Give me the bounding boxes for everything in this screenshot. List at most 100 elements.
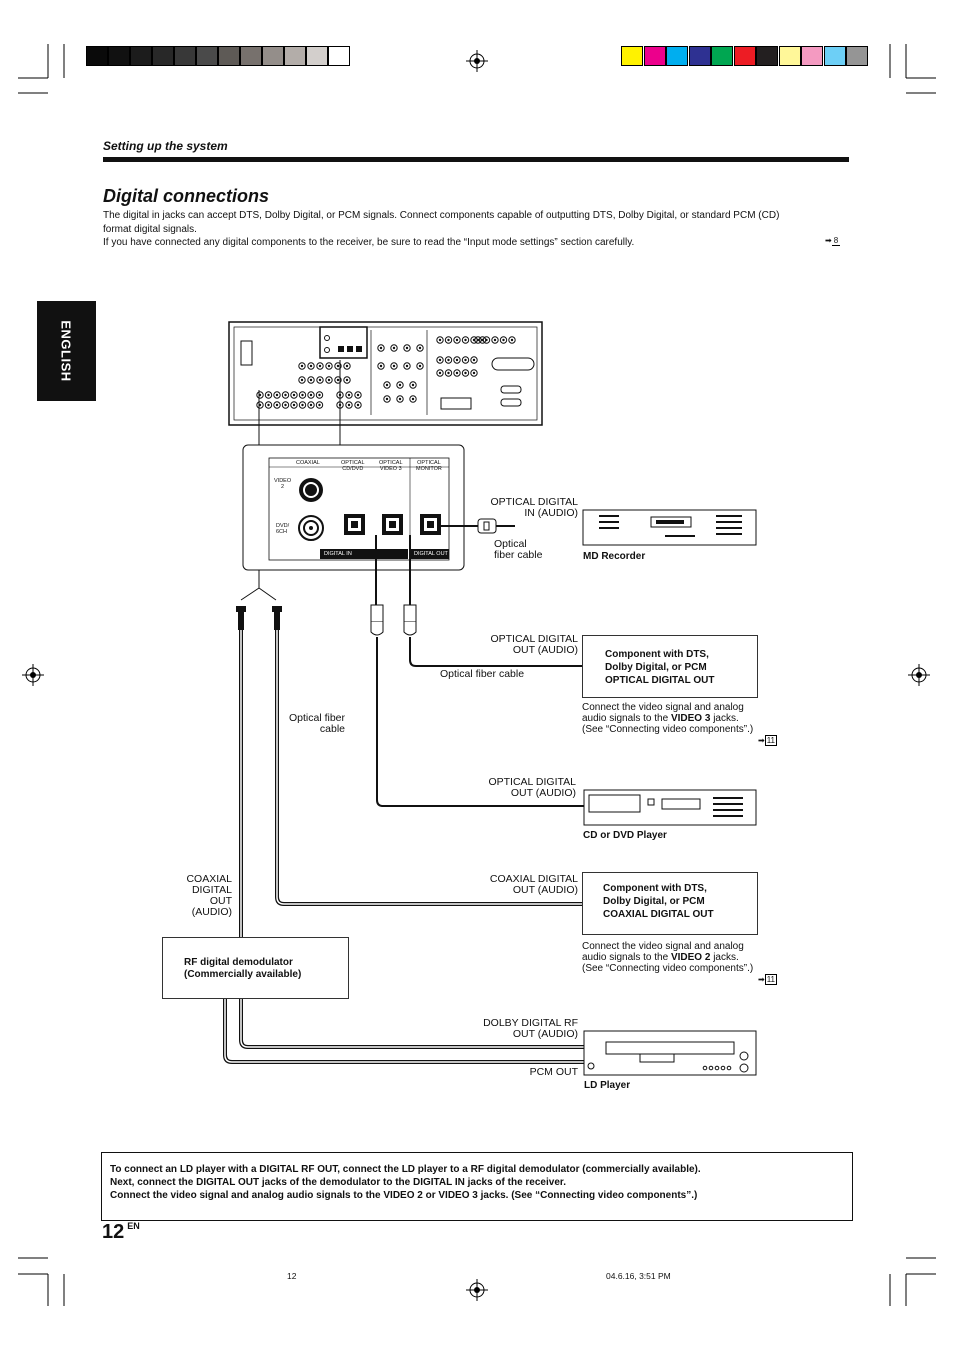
receiver-jack-pin (385, 397, 389, 401)
receiver-jack (444, 356, 453, 364)
gray-swatch (174, 46, 196, 66)
receiver-jack-pin (318, 378, 322, 382)
label-cd-dvd: CD/DVD (342, 466, 364, 472)
receiver-jack (474, 336, 482, 344)
receiver-jack-pin (318, 403, 321, 407)
book-ref-11-b: 11 (764, 974, 778, 985)
component-optical-box: Component with DTS, Dolby Digital, or PC… (582, 635, 758, 698)
receiver-jack (298, 391, 307, 399)
label-optical-cd: OPTICAL CD/DVD (341, 460, 365, 472)
receiver-jack (256, 391, 264, 399)
video2-note-line-3: (See “Connecting video components”.) (582, 963, 754, 974)
receiver-jack (281, 401, 290, 409)
receiver-jack-pin (472, 358, 476, 362)
receiver-jack (396, 395, 404, 403)
receiver-jack (298, 401, 307, 409)
label-optical-2: OPTICAL (379, 460, 403, 466)
color-swatch (823, 46, 846, 66)
color-swatch (666, 46, 688, 66)
label-optical-3: OPTICAL (417, 460, 441, 466)
receiver-jack-pin (502, 338, 505, 342)
receiver-jack (396, 381, 404, 389)
receiver-jack (345, 391, 353, 399)
receiver-jack-pin (438, 338, 442, 342)
ld-note-box: To connect an LD player with a DIGITAL R… (101, 1152, 853, 1221)
receiver-jack (383, 381, 391, 389)
receiver-jack (256, 401, 264, 409)
color-swatch (756, 46, 778, 66)
receiver-jack-pin (447, 371, 450, 375)
video2-note-line-2b: jacks. (710, 952, 739, 963)
gray-swatch (306, 46, 328, 66)
receiver-jack (354, 391, 362, 399)
receiver-jack-pin (292, 403, 296, 407)
receiver-jack (383, 395, 391, 403)
gray-swatch (218, 46, 240, 66)
gray-swatch (108, 46, 130, 66)
video2-note-line-1: Connect the video signal and analog (582, 941, 744, 952)
label-optical-digital-in: OPTICAL DIGITAL IN (AUDIO) (490, 496, 578, 519)
receiver-jack-pin (485, 338, 488, 342)
book-ref-11-a: 11 (764, 735, 778, 746)
receiver-jack-pin (327, 378, 331, 382)
receiver-jack (345, 401, 353, 409)
receiver-jack-pin (455, 371, 459, 375)
ref-page-11-b: ➡11 (758, 974, 778, 985)
receiver-jack-pin (327, 364, 331, 368)
label-digital-out: DIGITAL OUT (414, 551, 448, 557)
receiver-jack-pin (300, 378, 304, 382)
receiver-jack (403, 362, 411, 370)
receiver-jack (461, 336, 470, 344)
receiver-jack-pin (309, 378, 313, 382)
receiver-jack-pin (309, 403, 313, 407)
receiver-jack (298, 362, 306, 370)
label-optical-1: OPTICAL (341, 460, 365, 466)
receiver-jack-pin (464, 371, 467, 375)
receiver-jack (325, 362, 333, 370)
ref-page-11-a: ➡11 (758, 735, 778, 746)
receiver-jack (499, 336, 508, 344)
receiver-jack-pin (411, 383, 415, 387)
receiver-jack (409, 381, 417, 389)
receiver-jack-pin (438, 358, 442, 362)
receiver-jack-pin (493, 338, 497, 342)
label-optical-monitor: OPTICAL MONITOR (416, 460, 442, 472)
label-dvd-6ch: DVD/ 6CH (276, 523, 290, 535)
color-swatch (643, 46, 666, 66)
receiver-jack-pin (464, 338, 467, 342)
receiver-jack-pin (292, 393, 296, 397)
label-coaxial-digital-out-left: COAXIAL DIGITAL OUT (AUDIO) (186, 873, 232, 918)
rf-demodulator-box: RF digital demodulator (Commercially ava… (162, 937, 349, 999)
receiver-jack-pin (379, 364, 383, 368)
receiver-jack-pin (301, 403, 304, 407)
color-swatch (621, 46, 643, 66)
page-title: Digital connections (103, 186, 270, 206)
receiver-jack (334, 376, 342, 384)
receiver-jack (354, 401, 362, 409)
color-swatch (801, 46, 823, 66)
receiver-jack (325, 376, 333, 384)
label-monitor: MONITOR (416, 466, 442, 472)
receiver-jack (453, 356, 461, 364)
receiver-jack-pin (385, 383, 389, 387)
ld-note-line-1: To connect an LD player with a DIGITAL R… (110, 1164, 701, 1175)
rca-plugs (236, 606, 282, 630)
label-dolby-rf-out: DOLBY DIGITAL RF OUT (AUDIO) (483, 1017, 578, 1040)
receiver-jack (315, 391, 324, 399)
ld-player-device (583, 1030, 757, 1076)
ld-note-text: To connect an LD player with a DIGITAL R… (110, 1163, 701, 1202)
receiver-jack-pin (275, 403, 279, 407)
receiver-jack (436, 336, 444, 344)
component-optical-label: Component with DTS, Dolby Digital, or PC… (605, 649, 715, 686)
print-file-page: 12 (287, 1271, 297, 1281)
receiver-jack (264, 391, 273, 399)
color-swatch (711, 46, 733, 66)
video3-jack-name: VIDEO 3 (670, 713, 711, 724)
receiver-jack (334, 362, 342, 370)
receiver-jack-pin (300, 364, 304, 368)
color-swatch (733, 46, 756, 66)
print-timestamp: 04.6.16, 3:51 PM (606, 1271, 671, 1281)
ref-page-8: ➡8 (825, 236, 841, 246)
receiver-jack (307, 376, 315, 384)
receiver-jack (343, 376, 351, 384)
